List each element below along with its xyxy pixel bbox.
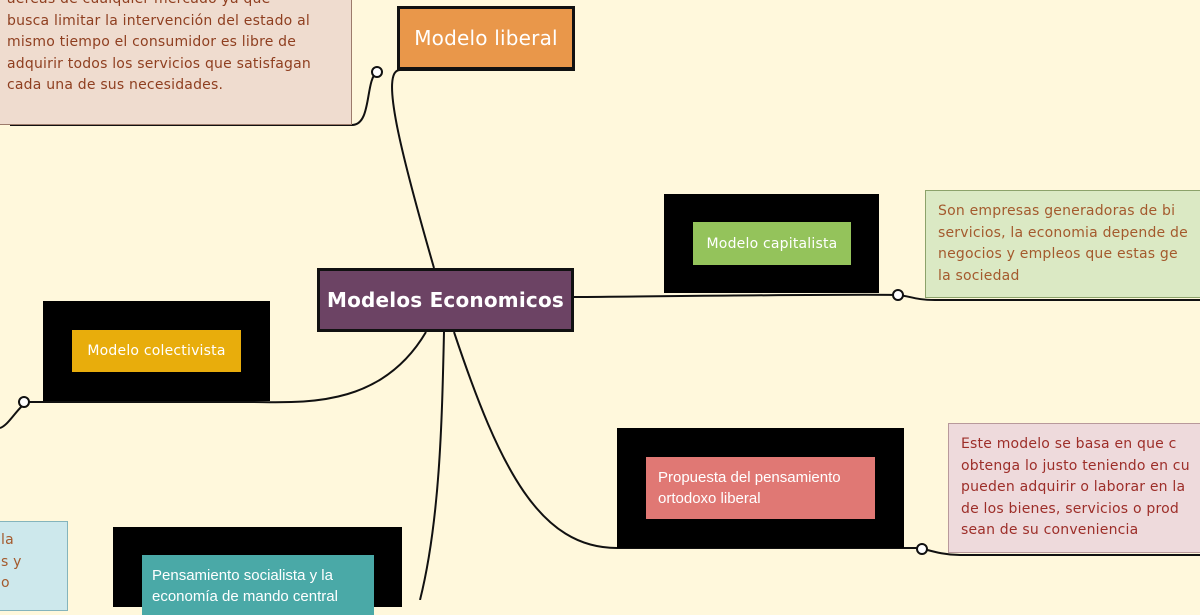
link-central-liberal <box>391 69 575 269</box>
topic-node-modelo-liberal[interactable]: Modelo liberal <box>397 6 575 70</box>
topic-label: Modelo liberal <box>414 26 558 50</box>
note-modelo-capitalista: Son empresas generadoras de bi servicios… <box>925 190 1200 298</box>
note-line: Este modelo se basa en que c <box>961 436 1177 452</box>
note-line: sean de su conveniencia <box>961 522 1139 538</box>
link-central-socialista <box>419 331 445 600</box>
note-line: servicios, la economia depende de <box>938 224 1188 241</box>
topic-label: Propuesta del pensamiento ortodoxo liber… <box>658 469 841 507</box>
note-modelo-liberal: aéreas de cualquier mercado ya que busca… <box>0 0 352 125</box>
central-topic-node[interactable]: Modelos Economicos <box>317 268 574 332</box>
note-line: negocios y empleos que estas ge <box>938 246 1178 262</box>
connector-dot-colectivista <box>18 396 30 408</box>
link-central-ortodoxo <box>453 331 1200 556</box>
topic-label: Modelo capitalista <box>706 235 838 252</box>
note-line: la <box>1 532 14 548</box>
connector-lines <box>0 66 1200 600</box>
note-line: pueden adquirir o laborar en la <box>961 479 1186 495</box>
central-topic-label: Modelos Economicos <box>326 288 565 312</box>
note-line: Son empresas generadoras de bi <box>938 203 1176 219</box>
note-line: mismo tiempo el consumidor es libre de <box>7 34 297 50</box>
connector-dot-liberal <box>371 66 383 78</box>
note-line: adquirir todos los servicios que satisfa… <box>7 55 311 72</box>
topic-label: Pensamiento socialista y la economía de … <box>152 567 338 605</box>
note-line: busca limitar la intervención del estado… <box>7 12 310 29</box>
topic-node-pensamiento-socialista[interactable]: Pensamiento socialista y la economía de … <box>142 555 374 615</box>
link-central-colectivista <box>0 331 427 429</box>
topic-label: Modelo colectivista <box>87 343 226 359</box>
topic-node-pensamiento-ortodoxo[interactable]: Propuesta del pensamiento ortodoxo liber… <box>646 457 875 519</box>
note-pensamiento-socialista: la s y o <box>0 521 68 611</box>
note-line: s y <box>1 553 22 570</box>
note-pensamiento-ortodoxo: Este modelo se basa en que c obtenga lo … <box>948 423 1200 553</box>
link-central-capitalista <box>573 293 1200 301</box>
note-line: o <box>1 575 10 591</box>
topic-node-modelo-colectivista[interactable]: Modelo colectivista <box>72 330 241 372</box>
note-line: cada una de sus necesidades. <box>7 77 224 93</box>
topic-node-modelo-capitalista[interactable]: Modelo capitalista <box>693 222 851 265</box>
connector-dot-ortodoxo <box>916 543 928 555</box>
note-line: obtenga lo justo teniendo en cu <box>961 457 1190 474</box>
note-line: la sociedad <box>938 267 1020 284</box>
note-line: de los bienes, servicios o prod <box>961 500 1179 517</box>
connector-dot-capitalista <box>892 289 904 301</box>
note-line: aéreas de cualquier mercado ya que <box>7 0 341 11</box>
